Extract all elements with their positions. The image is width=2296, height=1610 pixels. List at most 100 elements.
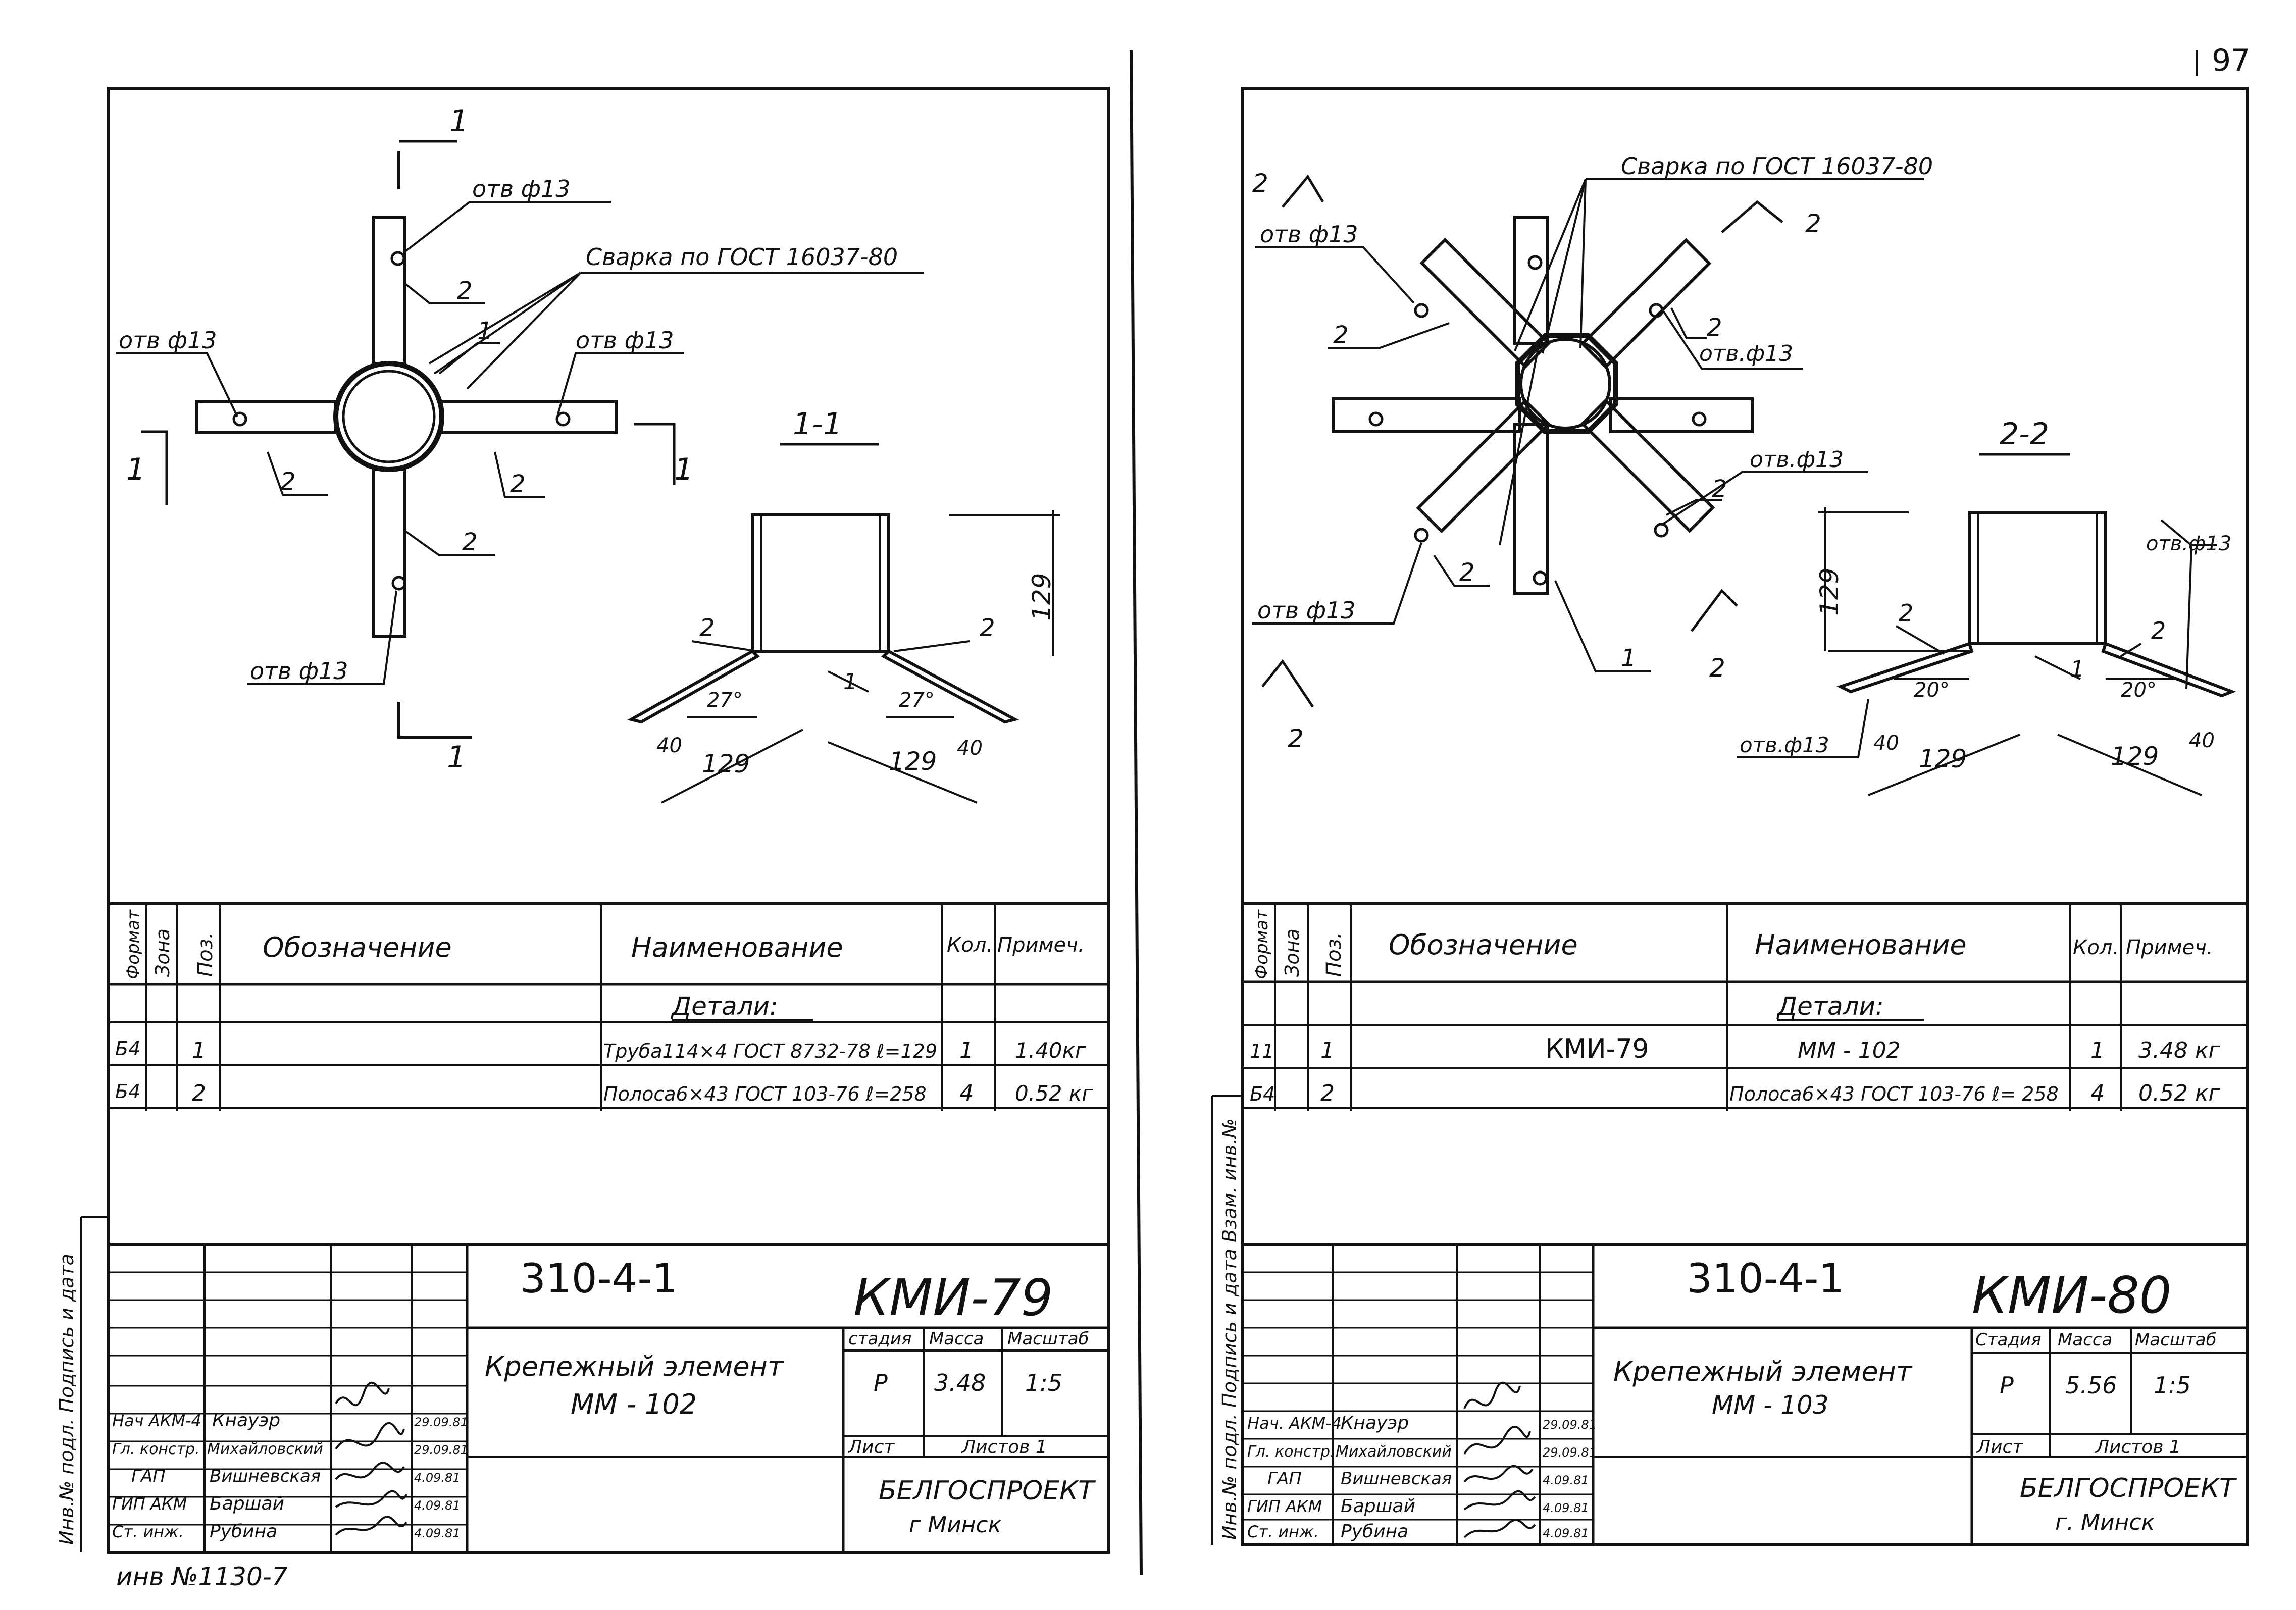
fold-line — [1130, 50, 1143, 1576]
doc-mark: КМИ-79 — [853, 1268, 1053, 1327]
hole-left — [232, 411, 247, 427]
staff-name: Михайловский — [207, 1440, 323, 1458]
staff-date: 4.09.81 — [1543, 1473, 1589, 1487]
staff-role: ГИП АКМ — [1247, 1497, 1322, 1516]
signature — [335, 1490, 407, 1508]
signature — [335, 1381, 390, 1407]
signature — [335, 1516, 407, 1536]
title-line2: ММ - 102 — [571, 1388, 697, 1420]
right-title-block: Нач. АКМ-4 Кнауэр 29.09.81 Гл. констр. М… — [1242, 1243, 2247, 1545]
angle-right: 20° — [2121, 679, 2157, 702]
pos-tag: 2 — [280, 468, 296, 496]
staff-date: 4.09.81 — [1543, 1501, 1589, 1515]
stage-label: стадия — [848, 1329, 911, 1349]
right-parts-table: Формат Зона Поз. Обозначение Наименовани… — [1242, 902, 2247, 1111]
row-name: Полоса6×43 ГОСТ 103-76 ℓ=258 — [603, 1083, 927, 1105]
staff-date: 4.09.81 — [1543, 1526, 1589, 1540]
section-row: Детали: — [1776, 992, 1884, 1021]
staff-row: Ст. инж. Рубина 4.09.81 — [112, 1521, 461, 1542]
staff-row: ГИП АКМ Баршай 4.09.81 — [112, 1493, 461, 1514]
section-mark-bottom: 1 — [447, 740, 466, 775]
weld-note: Сварка по ГОСТ 16037-80 — [1621, 152, 1933, 180]
row-pos: 2 — [1320, 1080, 1335, 1106]
scale-value: 1:5 — [1025, 1369, 1062, 1396]
staff-name: Кнауэр — [1341, 1413, 1409, 1433]
staff-role: Ст. инж. — [1247, 1522, 1319, 1541]
stage-label: Стадия — [1975, 1330, 2041, 1350]
hole-label: отв.ф13 — [1699, 341, 1793, 367]
signature — [1463, 1490, 1536, 1511]
row-note: 0.52 кг — [2138, 1080, 2221, 1106]
title-line2: ММ - 103 — [1712, 1390, 1829, 1420]
staff-row: Нач. АКМ-4 Кнауэр 29.09.81 — [1247, 1413, 1597, 1433]
dim-129-right: 129 — [889, 747, 937, 776]
inv-note: инв №1130-7 — [116, 1562, 288, 1591]
left-frame — [107, 87, 1110, 1554]
doc-code: 310-4-1 — [520, 1255, 678, 1302]
sheet-label: Лист — [847, 1437, 895, 1458]
pos-tag: 2 — [510, 470, 526, 498]
stage-value: Р — [874, 1369, 888, 1396]
hdr-zone: Зона — [1281, 928, 1303, 977]
right-plan-view: 2 2 2 2 Сварка по ГОСТ 16037-80 отв ф13 … — [1252, 152, 1933, 753]
signature — [1463, 1519, 1536, 1538]
hdr-note: Примеч. — [997, 933, 1085, 957]
mass-label: Масса — [929, 1329, 984, 1349]
section-mark: 2 — [1288, 724, 1304, 753]
title-line1: Крепежный элемент — [485, 1351, 784, 1382]
staff-name: Рубина — [1341, 1521, 1408, 1542]
row-name: ММ - 102 — [1798, 1037, 1901, 1063]
pos-tag: 2 — [1707, 314, 1722, 342]
row-note: 0.52 кг — [1015, 1081, 1093, 1106]
staff-role: Нач. АКМ-4 — [1247, 1414, 1342, 1433]
hdr-name: Наименование — [631, 931, 843, 963]
row-pos: 2 — [192, 1080, 206, 1106]
row-qty: 1 — [959, 1037, 974, 1063]
table-row: Б4 2 Полоса6×43 ГОСТ 103-76 ℓ=258 4 0.52… — [115, 1080, 1093, 1106]
section-row: Детали: — [671, 992, 778, 1021]
pos-tag: 2 — [1333, 321, 1349, 349]
staff-row: Гл. констр. Михайловский 29.09.81 — [112, 1440, 468, 1458]
hdr-name: Наименование — [1755, 929, 1967, 961]
staff-name: Рубина — [210, 1521, 277, 1542]
section-mark-top: 1 — [449, 103, 469, 139]
pos-tag: 1 — [477, 317, 493, 345]
hdr-note: Примеч. — [2126, 936, 2213, 959]
org-name: БЕЛГОСПРОЕКТ — [879, 1476, 1096, 1506]
hole-top — [390, 251, 405, 266]
staff-row: Ст. инж. Рубина 4.09.81 — [1247, 1521, 1589, 1542]
row-note: 1.40кг — [1015, 1038, 1087, 1063]
doc-code: 310-4-1 — [1687, 1255, 1844, 1302]
row-qty: 4 — [2090, 1080, 2105, 1106]
hole-right — [555, 411, 571, 427]
hole-label-bottom: отв ф13 — [250, 657, 348, 685]
dim-129-vertical: 129 — [1027, 573, 1056, 621]
dim-40-left: 40 — [656, 734, 682, 757]
signature — [1463, 1381, 1521, 1409]
pos-tag: 2 — [699, 614, 715, 642]
section-mark-right: 1 — [674, 452, 693, 487]
dim-40-left: 40 — [1873, 732, 1899, 755]
pos-tag: 2 — [1459, 558, 1475, 587]
right-frame — [1241, 87, 2249, 1546]
angle-right: 27° — [899, 689, 935, 712]
section-mark: 2 — [1709, 653, 1725, 683]
row-format: Б4 — [115, 1080, 140, 1103]
row-pos: 1 — [192, 1037, 206, 1063]
hdr-qty: Кол. — [947, 933, 993, 957]
title-line1: Крепежный элемент — [1613, 1356, 1913, 1387]
dim-40-right: 40 — [957, 737, 983, 760]
staff-name: Михайловский — [1336, 1443, 1452, 1461]
section-title: 2-2 — [2000, 417, 2049, 452]
pos-tag: 2 — [1712, 475, 1727, 503]
angle-left: 20° — [1914, 679, 1950, 702]
hole-label: отв ф13 — [1260, 221, 1358, 248]
hdr-format: Формат — [1252, 909, 1272, 979]
row-format: Б4 — [115, 1037, 140, 1060]
signature — [1463, 1425, 1531, 1455]
pos-tag: 2 — [2151, 617, 2166, 644]
staff-name: Кнауэр — [212, 1410, 280, 1431]
right-sheet: 2 2 2 2 Сварка по ГОСТ 16037-80 отв ф13 … — [1211, 87, 2249, 1546]
mass-value: 5.56 — [2065, 1372, 2117, 1399]
